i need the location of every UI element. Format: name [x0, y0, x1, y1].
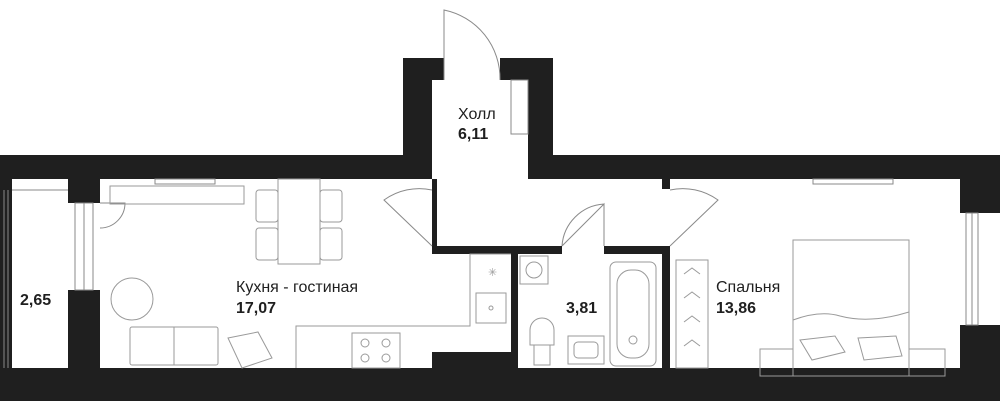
walls — [0, 58, 1000, 401]
room-name-bedroom: Спальня — [716, 279, 780, 296]
bed — [792, 239, 910, 377]
wall-right-bottom — [960, 325, 1000, 401]
radiator-bedroom — [812, 178, 894, 185]
chair — [319, 189, 343, 223]
room-area-bathroom: 3,81 — [566, 300, 597, 317]
svg-text:✳: ✳ — [488, 266, 497, 279]
bathtub — [609, 261, 657, 367]
room-name-kitchen-living: Кухня - гостиная — [236, 279, 358, 296]
wall-top-left — [0, 155, 432, 179]
stove — [351, 332, 401, 369]
wall-bottom-step — [432, 352, 517, 372]
pillow — [799, 335, 846, 361]
wall-bath-right — [662, 246, 670, 372]
door-bathroom — [561, 202, 605, 247]
armchair — [227, 331, 273, 369]
washing-machine — [519, 255, 549, 285]
door-bedroom — [669, 188, 719, 247]
toilet — [529, 317, 555, 346]
kitchen-shelf — [109, 185, 245, 205]
wash-basin — [567, 335, 605, 365]
sink — [475, 292, 507, 324]
wall-top-right — [552, 155, 1000, 179]
round-table — [110, 277, 154, 321]
bathroom-furniture — [519, 255, 657, 367]
room-area-bedroom: 13,86 — [716, 300, 756, 317]
door-entrance — [443, 9, 501, 81]
door-balcony — [99, 202, 126, 229]
room-area-balcony: 2,65 — [20, 292, 51, 309]
closet-hall — [510, 79, 529, 135]
wardrobe — [675, 259, 709, 369]
wall-kitchen-hall — [432, 179, 437, 246]
wall-bottom — [0, 368, 1000, 401]
kitchen-furniture: ✳ — [109, 178, 511, 369]
labels: Холл 6,11 Кухня - гостиная 17,07 3,81 Сп… — [20, 106, 780, 317]
wall-right-top — [960, 155, 1000, 213]
wall-hall-bottom-right — [604, 246, 670, 254]
nightstand — [908, 348, 946, 377]
chair — [255, 227, 279, 261]
nightstand — [759, 348, 794, 377]
wall-balcony-top — [68, 155, 100, 203]
room-area-hall: 6,11 — [458, 126, 488, 143]
pillow — [857, 335, 903, 361]
windows — [3, 178, 979, 368]
wall-far-left — [0, 155, 12, 401]
bedroom-furniture — [675, 239, 946, 377]
door-kitchen — [383, 188, 433, 247]
chair — [255, 189, 279, 223]
wall-hall-top-left — [403, 58, 444, 80]
wall-bath-left — [511, 246, 518, 372]
wall-hall-top-right — [500, 58, 553, 80]
room-area-kitchen-living: 17,07 — [236, 300, 276, 317]
kitchen-counter — [295, 253, 511, 368]
doors — [99, 9, 719, 247]
radiator-kitchen — [154, 178, 216, 185]
room-name-hall: Холл — [458, 106, 496, 123]
wall-hall-bottom-left — [432, 246, 562, 254]
wall-bedroom-hall-top — [662, 179, 670, 189]
chair — [319, 227, 343, 261]
dining-table — [277, 178, 321, 265]
